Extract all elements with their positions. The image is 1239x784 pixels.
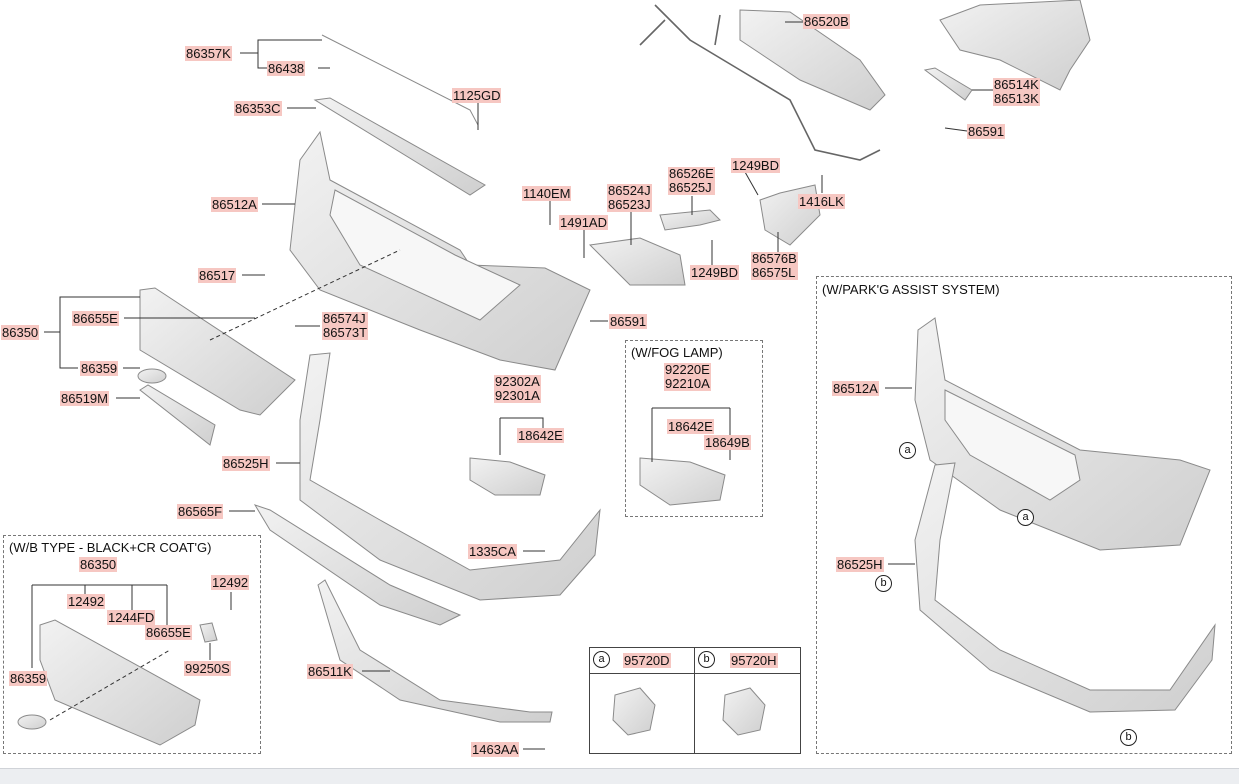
leader-92302a (499, 417, 544, 455)
sensor-legend-table (589, 647, 801, 754)
bumper-opening (329, 189, 521, 321)
fog-lamp-inset (625, 340, 763, 517)
park-assist-inset (816, 276, 1232, 754)
label-1491ad: 1491AD (559, 215, 608, 230)
callout-b-1: b (875, 575, 892, 592)
pa-lower-grille-part (914, 462, 1216, 713)
label-86512a: 86512A (211, 197, 258, 212)
wiring-harness (639, 4, 881, 161)
label-wb-12492-a: 12492 (67, 594, 106, 609)
legend-a-callout: a (593, 651, 610, 668)
label-1249bd-b: 1249BD (690, 265, 739, 280)
label-1249bd-a: 1249BD (731, 158, 780, 173)
plate-part (139, 384, 216, 446)
label-86591-mid: 86591 (609, 314, 648, 329)
upper-cover-part (313, 97, 486, 196)
lower-lip-part (317, 579, 553, 723)
label-86517: 86517 (198, 268, 237, 283)
wb-clip-part (199, 622, 218, 643)
label-18649b: 18649B (704, 435, 751, 450)
leader-86357k (240, 39, 322, 69)
fog-lamp-part (469, 457, 546, 496)
fog-lamp-inset-title: (W/FOG LAMP) (631, 345, 723, 360)
grille-part (139, 287, 296, 416)
label-86511k: 86511K (307, 664, 353, 679)
label-86655e: 86655E (72, 311, 119, 326)
label-1463aa: 1463AA (471, 742, 520, 757)
label-wb-86359: 86359 (9, 671, 48, 686)
wb-emblem-part (17, 714, 47, 730)
lower-strip-part (253, 504, 462, 626)
leader-1249bd-a (744, 171, 759, 196)
fender-part (939, 0, 1091, 91)
fog-lamp-inset-part (639, 457, 726, 506)
side-bracket-part (923, 67, 973, 101)
bottom-scroll-bar[interactable] (0, 768, 1239, 784)
leader-86591-top (944, 127, 968, 132)
label-wb-1244fd: 1244FD (107, 610, 156, 625)
sensor-b-part (722, 687, 766, 736)
callout-a-1: a (899, 442, 916, 459)
label-86565f: 86565F (177, 504, 224, 519)
label-1125gd: 1125GD (452, 88, 502, 103)
park-assist-inset-title: (W/PARK'G ASSIST SYSTEM) (822, 282, 1000, 297)
lower-grille-part (299, 352, 601, 601)
fog-bezel-part (588, 237, 686, 286)
label-pa-86525h: 86525H (836, 557, 884, 572)
label-fog-18642e: 18642E (667, 419, 714, 434)
callout-b-2: b (1120, 729, 1137, 746)
dash-line-2 (49, 649, 171, 721)
label-18642e: 18642E (517, 428, 564, 443)
label-wb-99250s: 99250S (184, 661, 231, 676)
label-1416lk: 1416LK (798, 194, 845, 209)
wb-grille-part (39, 619, 201, 746)
emblem-part (137, 368, 167, 384)
label-wb-86655e: 86655E (145, 625, 192, 640)
leader-fog (651, 407, 731, 462)
label-86353c: 86353C (234, 101, 282, 116)
leader-86350 (44, 296, 140, 369)
label-pa-86512a: 86512A (832, 381, 879, 396)
label-wb-12492-b: 12492 (211, 575, 250, 590)
label-86525h: 86525H (222, 456, 270, 471)
pa-bumper-opening (944, 389, 1081, 501)
legend-b-callout: b (698, 651, 715, 668)
label-86359: 86359 (80, 361, 119, 376)
label-1335ca: 1335CA (468, 544, 517, 559)
label-1140em: 1140EM (522, 186, 572, 201)
label-86519m: 86519M (60, 391, 109, 406)
label-86350: 86350 (1, 325, 40, 340)
label-86591-top: 86591 (967, 124, 1006, 139)
top-bracket-part (739, 9, 886, 111)
wb-type-inset-title: (W/B TYPE - BLACK+CR COAT'G) (9, 540, 212, 555)
label-86438: 86438 (267, 61, 306, 76)
label-86357k: 86357K (185, 46, 232, 61)
legend-a-part: 95720D (623, 653, 671, 668)
label-86520b: 86520B (803, 14, 850, 29)
sensor-legend-divider (694, 647, 695, 754)
legend-b-part: 95720H (730, 653, 778, 668)
sensor-legend-header-rule (589, 647, 801, 674)
wire-rod-part (321, 34, 479, 126)
leader-wb (31, 584, 168, 668)
dash-line-1 (209, 249, 401, 341)
pa-bumper-part (914, 317, 1211, 551)
sensor-a-part (612, 687, 656, 736)
trim-bar-part (659, 209, 721, 231)
callout-a-2: a (1017, 509, 1034, 526)
label-wb-86350: 86350 (79, 557, 118, 572)
wb-type-inset (3, 535, 261, 754)
